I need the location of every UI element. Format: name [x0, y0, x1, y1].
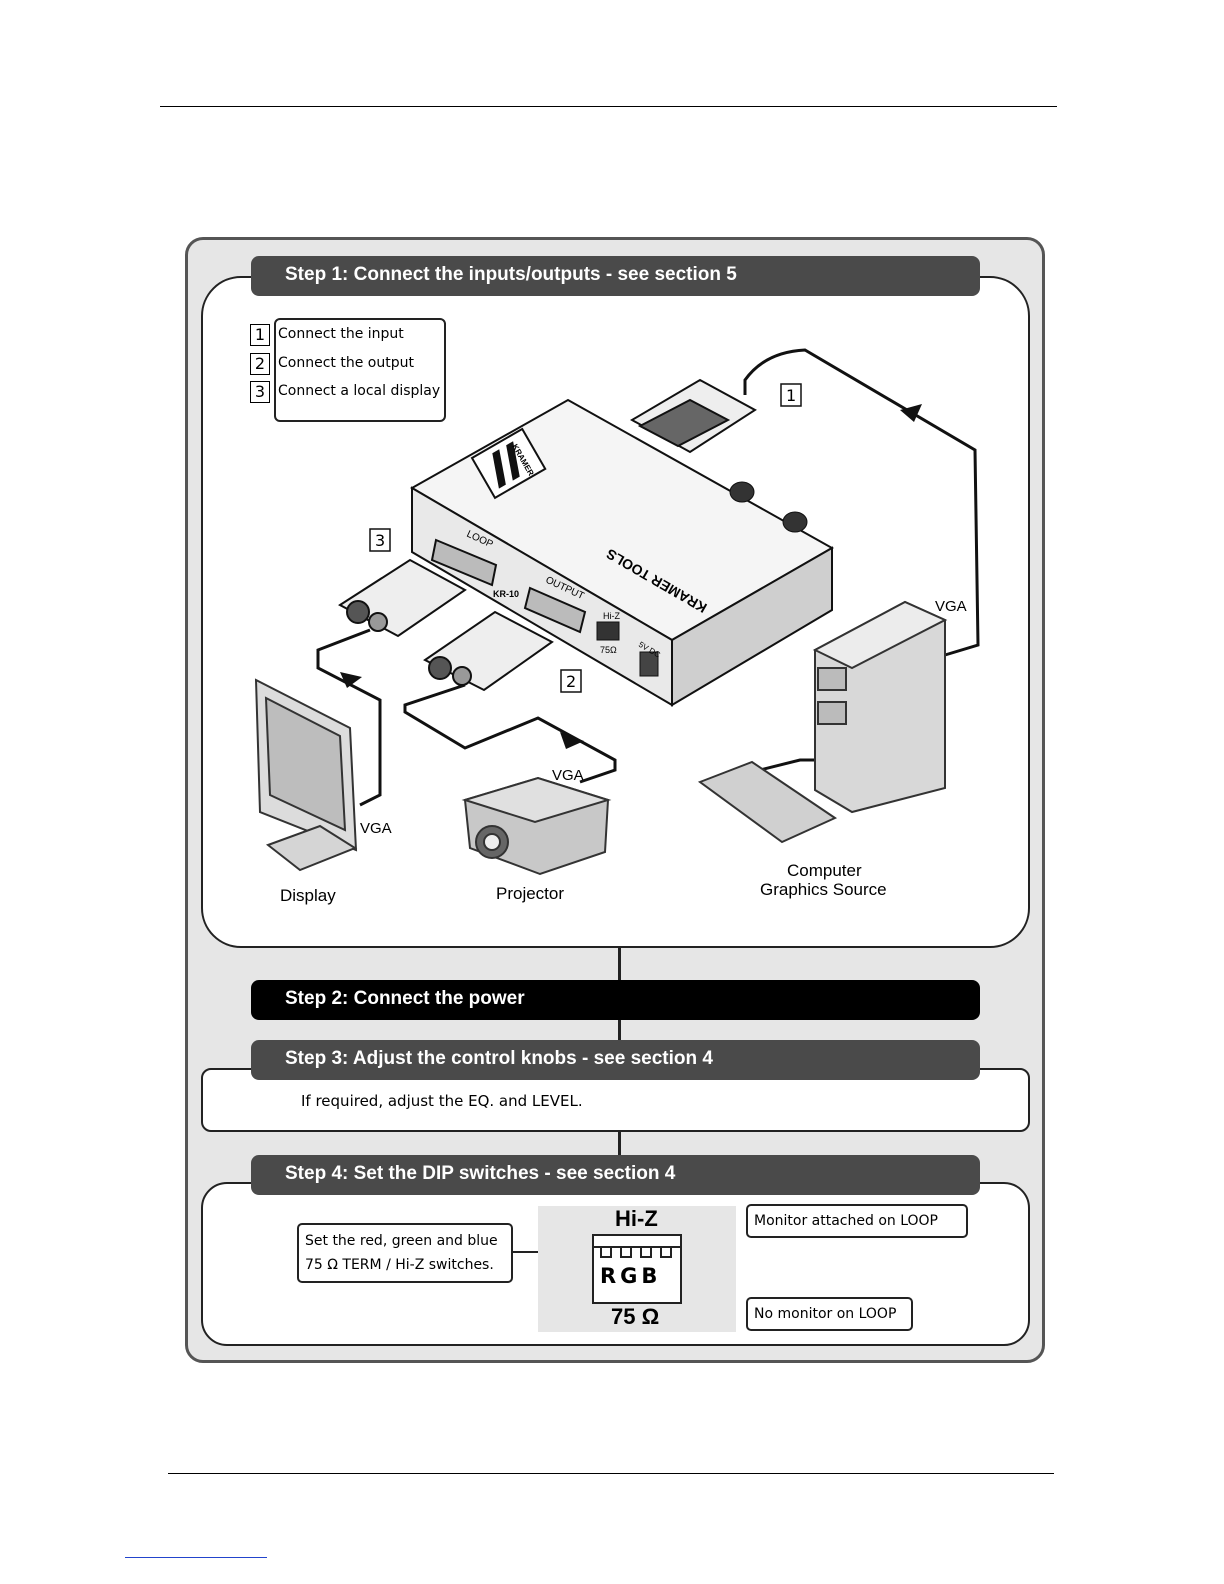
step-number: 3 [250, 381, 270, 403]
dip-instruction-box: Set the red, green and blue 75 Ω TERM / … [297, 1223, 513, 1283]
computer-label-line2: Graphics Source [760, 880, 887, 899]
step-number: 2 [250, 353, 270, 375]
dip-toggle[interactable] [620, 1246, 632, 1258]
dip-toggle[interactable] [600, 1246, 612, 1258]
dip-bottom-label: 75 Ω [611, 1304, 660, 1329]
vga-computer-label: VGA [935, 598, 967, 615]
step4-title: Step 4: Set the DIP switches - see secti… [251, 1155, 980, 1195]
step1-list-item: 3 Connect a local display [248, 381, 448, 405]
connector-line-1 [618, 946, 621, 982]
dip-instruction-line2: 75 Ω TERM / Hi-Z switches. [305, 1257, 494, 1273]
dip-instruction-line1: Set the red, green and blue [305, 1233, 498, 1249]
step1-title: Step 1: Connect the inputs/outputs - see… [251, 256, 980, 296]
vga-projector-label: VGA [552, 767, 584, 784]
connector-line-2 [618, 1018, 621, 1042]
step-text: Connect a local display [278, 383, 441, 399]
step-text: Connect the output [278, 355, 414, 371]
step-text: Connect the input [278, 326, 404, 342]
computer-label-line1: Computer [787, 861, 862, 880]
footer-link-underline [125, 1557, 267, 1558]
dip-top-label: Hi-Z [615, 1206, 658, 1231]
dip-letters: RGB [600, 1264, 662, 1288]
step1-list-item: 2 Connect the output [248, 353, 448, 377]
monitor-attached-box: Monitor attached on LOOP [746, 1204, 968, 1238]
connector-line-3 [618, 1130, 621, 1158]
display-label: Display [280, 886, 336, 905]
header-rule [160, 106, 1057, 107]
dip-top-rail [594, 1246, 680, 1248]
step3-text: If required, adjust the EQ. and LEVEL. [301, 1092, 583, 1110]
no-monitor-box: No monitor on LOOP [746, 1297, 913, 1331]
step1-list-item: 1 Connect the input [248, 324, 448, 348]
dip-toggle[interactable] [660, 1246, 672, 1258]
step-number: 1 [250, 324, 270, 346]
step3-title: Step 3: Adjust the control knobs - see s… [251, 1040, 980, 1080]
dip-switch-body: RGB [592, 1234, 682, 1304]
dip-toggle[interactable] [640, 1246, 652, 1258]
step2-title: Step 2: Connect the power [251, 980, 980, 1020]
vga-display-label: VGA [360, 820, 392, 837]
footer-rule [168, 1473, 1054, 1474]
projector-label: Projector [496, 884, 565, 903]
